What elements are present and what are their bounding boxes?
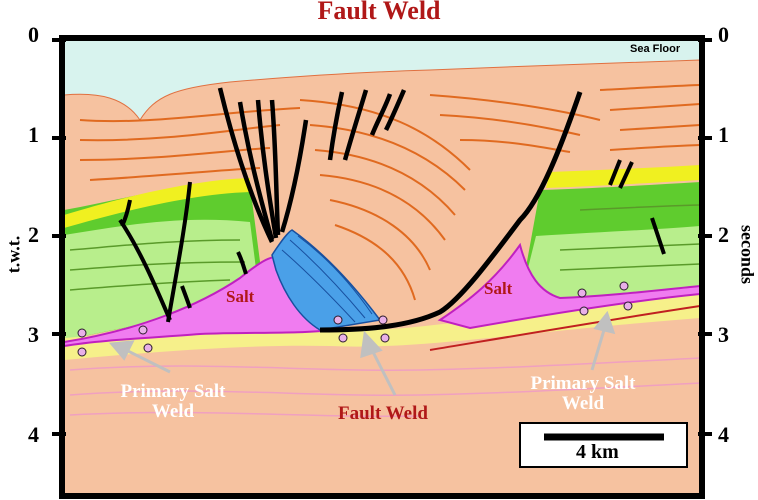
tick-right-2: 2 bbox=[718, 222, 729, 247]
main-fault bbox=[319, 91, 583, 333]
basement-strata bbox=[69, 357, 700, 418]
right-faults bbox=[608, 159, 666, 255]
tick-right-1: 1 bbox=[718, 122, 729, 147]
tick-right-4: 4 bbox=[718, 422, 729, 447]
tick-left-2: 2 bbox=[28, 222, 39, 247]
overburden-strata bbox=[79, 84, 700, 301]
salt-label-left: Salt bbox=[226, 287, 255, 306]
axis-ticks bbox=[52, 38, 712, 436]
red-horizon-right bbox=[429, 305, 700, 351]
scale-bar-box bbox=[519, 422, 688, 468]
green-strata bbox=[69, 204, 700, 291]
tick-left-0: 0 bbox=[28, 22, 39, 47]
scale-bar-label: 4 km bbox=[576, 441, 619, 463]
sea-floor-label: Sea Floor bbox=[630, 43, 681, 55]
light-green-layer-right bbox=[520, 226, 700, 300]
pointer-arrows bbox=[108, 310, 616, 396]
blue-salt-strata bbox=[281, 235, 373, 323]
tick-left-1: 1 bbox=[28, 122, 39, 147]
fault-weld-label: Fault Weld bbox=[338, 403, 428, 424]
salt-label-right: Salt bbox=[484, 279, 513, 298]
primary-weld-label-left: Primary Salt Weld bbox=[120, 381, 226, 422]
salt-body-blue bbox=[271, 229, 382, 331]
tick-right-0: 0 bbox=[718, 22, 729, 47]
fault-fan bbox=[217, 87, 407, 243]
tick-right-3: 3 bbox=[718, 322, 729, 347]
primary-weld-label-right: Primary Salt Weld bbox=[530, 373, 636, 414]
weld-markers bbox=[77, 281, 633, 357]
tick-left-3: 3 bbox=[28, 322, 39, 347]
left-faults bbox=[118, 181, 248, 323]
yellow-strip-base bbox=[64, 292, 700, 360]
page-title: Fault Weld bbox=[317, 0, 441, 25]
overburden-layer bbox=[64, 59, 700, 494]
yellow-layer-left bbox=[64, 178, 250, 228]
salt-body-right bbox=[437, 242, 700, 330]
section-frame bbox=[59, 35, 705, 499]
tick-left-4: 4 bbox=[28, 422, 39, 447]
yellow-layer-right bbox=[546, 165, 700, 188]
